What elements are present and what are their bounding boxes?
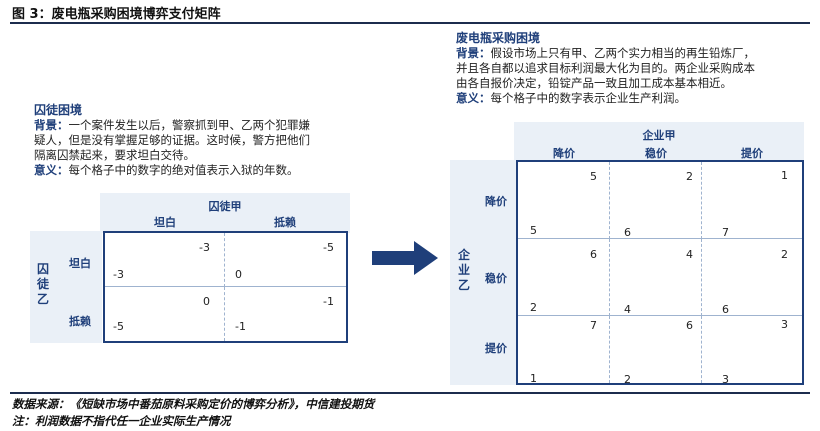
prisoner-cell-1-2-row-payoff: 0	[235, 268, 242, 281]
battery-grid: 5 5 2 6 1 7 6 2 4 4 2 6 7 1 6	[516, 160, 804, 386]
prisoner-col-header-shade	[100, 193, 350, 233]
prisoner-cell-2-1: 0 -5	[105, 287, 225, 341]
battery-cell-1-3: 1 7	[702, 162, 802, 239]
battery-col-option-2: 稳价	[645, 147, 667, 160]
battery-cell-3-2-row-payoff: 2	[624, 373, 631, 386]
battery-cell-3-2-col-payoff: 6	[686, 319, 693, 332]
battery-cell-1-3-row-payoff: 7	[722, 226, 729, 239]
prisoner-meaning: 意义：每个格子中的数字的绝对值表示入狱的年数。	[34, 163, 364, 178]
prisoner-grid: -3 -3 -5 0 0 -5 -1 -1	[103, 231, 348, 343]
battery-cell-1-1-row-payoff: 5	[530, 224, 537, 237]
prisoner-row-option-2: 抵赖	[69, 315, 91, 328]
battery-title: 废电瓶采购困境	[456, 31, 541, 45]
prisoner-meaning-label: 意义：	[34, 163, 69, 177]
battery-cell-2-2-row-payoff: 4	[624, 303, 631, 316]
battery-cell-1-2-col-payoff: 2	[686, 170, 693, 183]
battery-background-label: 背景：	[456, 46, 491, 60]
prisoner-cell-1-2: -5 0	[225, 233, 346, 287]
prisoner-title: 囚徒困境	[34, 103, 83, 117]
battery-cell-2-3-col-payoff: 2	[781, 248, 788, 261]
battery-cell-1-1: 5 5	[518, 162, 610, 239]
prisoner-background-line-2: 疑人，但是没有掌握足够的证据。这时候，警方把他们	[34, 133, 310, 147]
prisoner-col-option-2: 抵赖	[274, 216, 296, 229]
prisoner-background-line-3: 隔离囚禁起来，要求坦白交待。	[34, 148, 195, 162]
figure-title: 图 3：废电瓶采购困境博弈支付矩阵	[12, 7, 221, 22]
prisoner-background-label: 背景：	[34, 118, 69, 132]
battery-cell-3-3-col-payoff: 3	[781, 318, 788, 331]
battery-row-option-3: 提价	[485, 342, 507, 355]
prisoner-background: 背景：一个案件发生以后，警察抓到甲、乙两个犯罪嫌 疑人，但是没有掌握足够的证据。…	[34, 118, 364, 163]
prisoner-cell-2-2-row-payoff: -1	[235, 320, 246, 333]
battery-cell-3-3: 3 3	[702, 316, 802, 386]
battery-row-option-2: 稳价	[485, 272, 507, 285]
arrow-shape	[372, 241, 438, 275]
battery-cell-2-1-col-payoff: 6	[590, 248, 597, 261]
battery-cell-3-2: 6 2	[610, 316, 702, 386]
battery-cell-2-1: 6 2	[518, 239, 610, 316]
battery-cell-1-3-col-payoff: 1	[781, 169, 788, 182]
prisoner-cell-1-1-col-payoff: -3	[199, 241, 210, 254]
prisoner-text-block: 囚徒困境 背景：一个案件发生以后，警察抓到甲、乙两个犯罪嫌 疑人，但是没有掌握足…	[34, 103, 364, 178]
prisoner-background-line-1: 一个案件发生以后，警察抓到甲、乙两个犯罪嫌	[68, 118, 311, 132]
battery-col-option-3: 提价	[741, 147, 763, 160]
battery-cell-1-2: 2 6	[610, 162, 702, 239]
battery-col-option-1: 降价	[553, 147, 575, 160]
battery-meaning-text: 每个格子中的数字表示企业生产利润。	[490, 91, 687, 105]
battery-row-player-text: 企业乙	[458, 248, 471, 292]
battery-background: 背景：假设市场上只有甲、乙两个实力相当的再生铅炼厂， 并且各自都以追求目标利润最…	[456, 46, 806, 91]
prisoner-row-header-shade	[30, 231, 102, 343]
battery-background-line-2: 并且各自都以追求目标利润最大化为目的。两企业采购成本	[456, 61, 755, 75]
battery-cell-2-3-row-payoff: 6	[722, 303, 729, 316]
prisoner-cell-2-2: -1 -1	[225, 287, 346, 341]
battery-meaning: 意义：每个格子中的数字表示企业生产利润。	[456, 91, 806, 106]
prisoner-row-player-text: 囚徒乙	[37, 262, 50, 306]
source-footnote: 数据来源：《短缺市场中番茄原料采购定价的博弈分析》，中信建投期货	[12, 397, 375, 411]
battery-cell-3-1: 7 1	[518, 316, 610, 385]
top-rule	[10, 22, 810, 24]
battery-meaning-label: 意义：	[456, 91, 491, 105]
battery-col-header-shade	[514, 122, 804, 164]
battery-row-option-1: 降价	[485, 195, 507, 208]
battery-row-header-shade	[450, 160, 518, 385]
prisoner-row-option-1: 坦白	[69, 257, 91, 270]
battery-col-player: 企业甲	[642, 129, 676, 142]
battery-cell-1-2-row-payoff: 6	[624, 226, 631, 239]
prisoner-cell-2-2-col-payoff: -1	[323, 295, 334, 308]
prisoner-row-player: 囚徒乙	[34, 262, 52, 307]
right-arrow-icon	[372, 241, 438, 275]
battery-text-block: 废电瓶采购困境 背景：假设市场上只有甲、乙两个实力相当的再生铅炼厂， 并且各自都…	[456, 31, 806, 106]
note-footnote: 注：利润数据不指代任一企业实际生产情况	[12, 414, 231, 428]
prisoner-cell-2-1-col-payoff: 0	[203, 295, 210, 308]
battery-cell-2-3: 2 6	[702, 239, 802, 316]
battery-cell-3-3-row-payoff: 3	[722, 373, 729, 386]
prisoner-cell-1-2-col-payoff: -5	[323, 241, 334, 254]
battery-cell-2-2: 4 4	[610, 239, 702, 316]
bottom-rule	[10, 392, 810, 394]
prisoner-meaning-text: 每个格子中的数字的绝对值表示入狱的年数。	[68, 163, 299, 177]
battery-background-line-3: 由各自报价决定，铅锭产品一致且加工成本基本相近。	[456, 76, 732, 90]
battery-cell-3-1-col-payoff: 7	[590, 319, 597, 332]
prisoner-cell-2-1-row-payoff: -5	[113, 320, 124, 333]
battery-cell-2-1-row-payoff: 2	[530, 301, 537, 314]
prisoner-cell-1-1-row-payoff: -3	[113, 268, 124, 281]
prisoner-col-player: 囚徒甲	[208, 200, 242, 213]
battery-cell-3-1-row-payoff: 1	[530, 372, 537, 385]
battery-cell-2-2-col-payoff: 4	[686, 248, 693, 261]
prisoner-col-option-1: 坦白	[154, 216, 176, 229]
prisoner-cell-1-1: -3 -3	[105, 233, 225, 287]
battery-cell-1-1-col-payoff: 5	[590, 170, 597, 183]
battery-row-player: 企业乙	[455, 248, 473, 293]
battery-background-line-1: 假设市场上只有甲、乙两个实力相当的再生铅炼厂，	[490, 46, 756, 60]
